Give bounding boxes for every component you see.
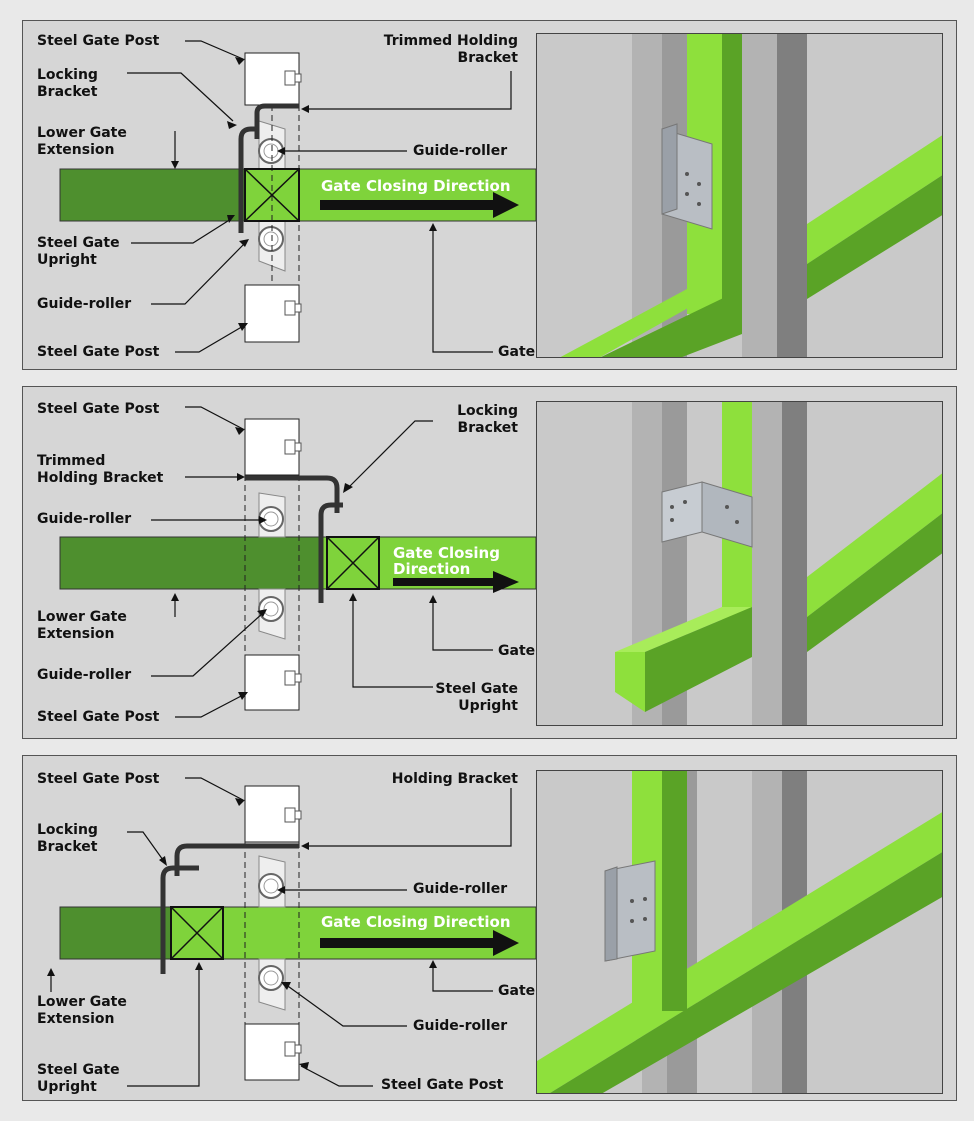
label-holding-bracket: Trimmed Holding Bracket (383, 33, 518, 66)
locking-bracket-render (661, 123, 713, 230)
steel-gate-upright (170, 906, 224, 960)
label-gate-closing-direction: Gate Closing Direction (393, 544, 500, 578)
label-steel-gate-post-top: Steel Gate Post (37, 401, 160, 417)
label-guide-roller-top: Guide-roller (413, 881, 508, 897)
label-gate-closing-direction: Gate Closing Direction (321, 177, 511, 195)
diagram-panel-2: Steel Gate Post Trimmed Holding Bracket … (22, 386, 957, 739)
closing-direction-arrow (393, 571, 519, 593)
guide-roller-bottom (258, 958, 286, 1011)
guide-roller-top (258, 492, 286, 538)
lower-gate-extension-bar (59, 906, 172, 960)
label-holding-bracket: Trimmed Holding Bracket (37, 453, 164, 486)
locking-bracket (318, 502, 343, 603)
label-steel-gate-post-bottom: Steel Gate Post (381, 1077, 504, 1093)
holding-bracket (245, 475, 340, 513)
label-locking-bracket: Locking Bracket (37, 822, 98, 855)
schematic-2 (59, 406, 537, 718)
label-guide-roller-top: Guide-roller (413, 143, 508, 159)
label-steel-gate-upright: Steel Gate Upright (37, 1062, 120, 1095)
locking-bracket-render (604, 860, 656, 962)
holding-bracket (254, 103, 299, 139)
diagram-panel-1: Steel Gate Post Locking Bracket Lower Ga… (22, 20, 957, 370)
locking-bracket-render (661, 481, 753, 548)
diagram-panel-3: Steel Gate Post Locking Bracket Lower Ga… (22, 755, 957, 1101)
label-guide-roller-bottom: Guide-roller (37, 667, 132, 683)
gate-render-closed-view (536, 33, 943, 358)
label-locking-bracket: Locking Bracket (37, 67, 98, 100)
closing-direction-arrow (320, 192, 519, 218)
label-steel-gate-post-top: Steel Gate Post (37, 33, 160, 49)
steel-gate-upright (326, 536, 380, 590)
label-gate: Gate (498, 983, 536, 999)
label-lower-gate-extension: Lower Gate Extension (37, 125, 127, 158)
schematic-1 (59, 40, 537, 353)
lower-gate-extension-bar (59, 536, 324, 590)
label-steel-gate-post-bottom: Steel Gate Post (37, 709, 160, 725)
steel-gate-upright (244, 168, 300, 222)
label-guide-roller-top: Guide-roller (37, 511, 132, 527)
label-guide-roller-bottom: Guide-roller (37, 296, 132, 312)
label-locking-bracket: Locking Bracket (457, 403, 518, 436)
label-holding-bracket: Holding Bracket (391, 771, 518, 787)
closing-direction-arrow (320, 930, 519, 956)
gate-bar (170, 906, 537, 960)
label-gate: Gate (498, 643, 536, 659)
label-lower-gate-extension: Lower Gate Extension (37, 994, 127, 1027)
label-gate-closing-direction: Gate Closing Direction (321, 913, 511, 931)
label-guide-roller-bottom: Guide-roller (413, 1018, 508, 1034)
holding-bracket (174, 843, 299, 876)
locking-bracket (238, 126, 255, 233)
label-steel-gate-upright: Steel Gate Upright (37, 235, 120, 268)
gate-render-open-view (536, 770, 943, 1094)
schematic-3 (47, 777, 537, 1087)
lower-gate-extension-bar (59, 168, 246, 222)
guide-roller-top (258, 855, 286, 908)
gate-bar (244, 168, 537, 222)
label-steel-gate-upright: Steel Gate Upright (435, 681, 518, 714)
label-lower-gate-extension: Lower Gate Extension (37, 609, 127, 642)
gate-render-partially-open-view (536, 401, 943, 726)
label-steel-gate-post-top: Steel Gate Post (37, 771, 160, 787)
label-steel-gate-post-bottom: Steel Gate Post (37, 344, 160, 360)
label-gate: Gate (498, 344, 536, 360)
locking-bracket (160, 865, 199, 974)
guide-roller-bottom (258, 588, 286, 640)
